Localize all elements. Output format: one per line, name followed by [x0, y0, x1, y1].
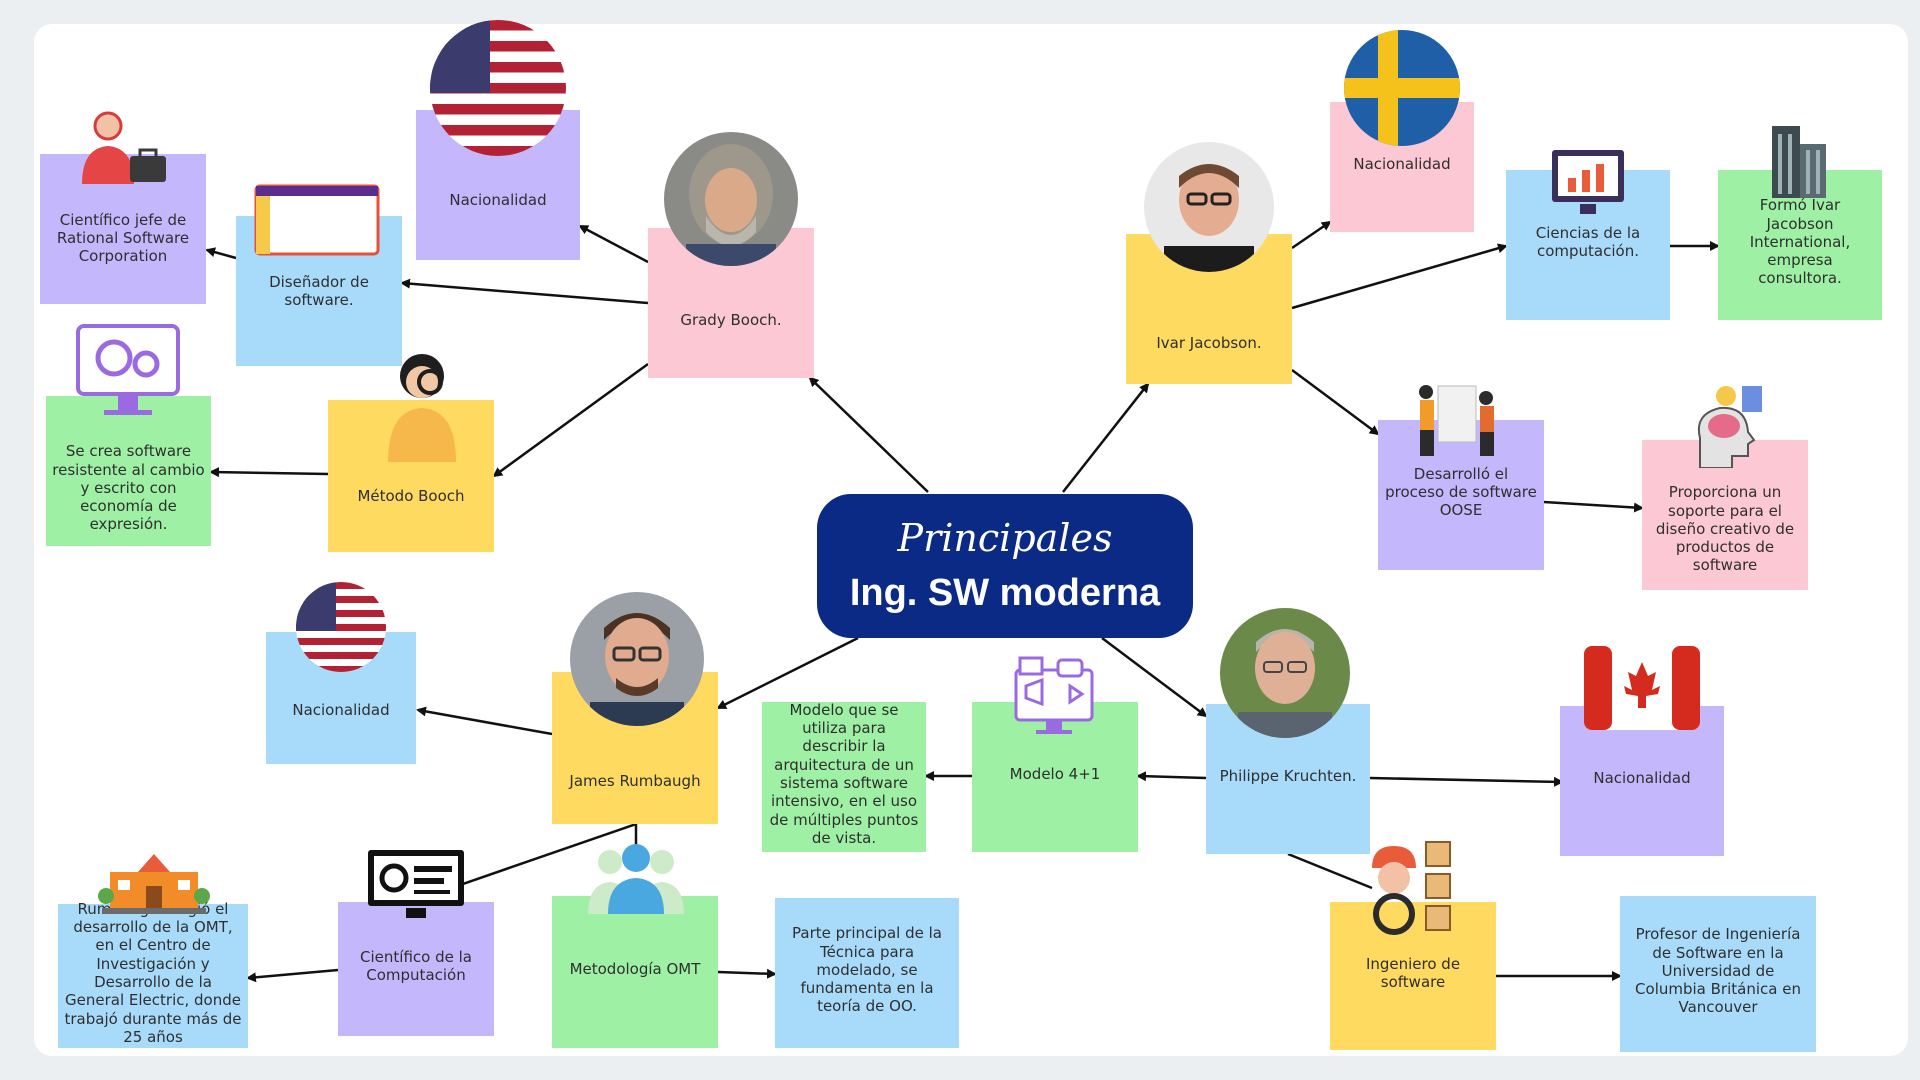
node-rumbaugh-scientist: Científico de la Computación: [338, 902, 494, 1036]
center-main-title: Ing. SW moderna: [849, 572, 1161, 614]
node-rumbaugh-ge: Rumbaugh dirigió el desarrollo de la OMT…: [58, 900, 248, 1048]
node-label: Nacionalidad: [292, 700, 390, 719]
node-booch-chief-scientist: Científico jefe de Rational Software Cor…: [40, 154, 206, 304]
brain-idea-icon: [1690, 384, 1764, 469]
node-label: Modelo que se utiliza para describir la …: [769, 700, 919, 847]
node-label: Rumbaugh dirigió el desarrollo de la OMT…: [64, 899, 242, 1046]
node-label: Grady Booch.: [680, 310, 782, 329]
node-booch-method-desc: Se crea software resistente al cambio y …: [46, 396, 211, 546]
school-building-icon: [98, 846, 210, 916]
canada-flag-icon: [1584, 646, 1700, 730]
node-label: Formó Ivar Jacobson International, empre…: [1749, 196, 1851, 288]
node-label: Modelo 4+1: [1009, 764, 1101, 783]
node-label: Científico de la Computación: [360, 947, 472, 984]
node-label: James Rumbaugh: [569, 771, 701, 790]
usa-flag-icon: [296, 582, 386, 672]
scientist-icon: [76, 108, 170, 184]
center-title-node: Principales Ing. SW moderna: [817, 494, 1193, 638]
node-label: Se crea software resistente al cambio y …: [52, 442, 205, 534]
node-label: Científico jefe de Rational Software Cor…: [56, 210, 190, 266]
node-label: Ciencias de la computación.: [1535, 223, 1641, 260]
code-monitor-icon: [366, 848, 466, 924]
buildings-icon: [1770, 124, 1828, 200]
node-rumbaugh-omt: Metodología OMT: [552, 896, 718, 1048]
node-kruchten-professor: Profesor de Ingeniería de Software en la…: [1620, 896, 1816, 1052]
center-script-title: Principales: [897, 516, 1113, 560]
ivar-jacobson-photo: [1144, 142, 1274, 272]
node-label: Diseñador de software.: [269, 272, 369, 309]
node-label: Profesor de Ingeniería de Software en la…: [1635, 925, 1801, 1017]
node-label: Nacionalidad: [449, 190, 547, 209]
software-window-icon: [254, 184, 380, 256]
sweden-flag-icon: [1344, 30, 1460, 146]
engineer-icon: [1364, 838, 1460, 936]
node-label: Nacionalidad: [1353, 154, 1451, 173]
node-kruchten-nationality: Nacionalidad: [1560, 706, 1724, 856]
node-label: Ivar Jacobson.: [1156, 333, 1262, 352]
group-people-icon: [576, 840, 696, 914]
node-kruchten-engineer: Ingeniero de software: [1330, 902, 1496, 1050]
philippe-kruchten-photo: [1220, 608, 1350, 738]
magnifier-person-icon: [382, 352, 466, 462]
node-label: Parte principal de la Técnica para model…: [792, 924, 942, 1016]
node-label: Ingeniero de software: [1365, 954, 1461, 991]
computer-chart-icon: [1550, 148, 1626, 220]
node-label: Proporciona un soporte para el diseño cr…: [1655, 483, 1795, 575]
node-jacobson-oose: Desarrolló el proceso de software OOSE: [1378, 420, 1544, 570]
team-board-icon: [1414, 378, 1500, 458]
node-jacobson-cs: Ciencias de la computación.: [1506, 170, 1670, 320]
grady-booch-photo: [664, 132, 798, 266]
node-rumbaugh-omt-desc: Parte principal de la Técnica para model…: [775, 898, 959, 1048]
node-label: Philippe Kruchten.: [1219, 766, 1357, 785]
media-monitor-icon: [1012, 656, 1096, 738]
usa-flag-icon: [430, 20, 566, 156]
gears-monitor-icon: [74, 322, 182, 426]
node-label: Desarrolló el proceso de software OOSE: [1385, 464, 1537, 520]
node-kruchten-model-desc: Modelo que se utiliza para describir la …: [762, 700, 926, 852]
node-label: Nacionalidad: [1593, 768, 1691, 787]
james-rumbaugh-photo: [570, 592, 704, 726]
node-label: Metodología OMT: [569, 959, 701, 978]
node-label: Método Booch: [357, 486, 465, 505]
